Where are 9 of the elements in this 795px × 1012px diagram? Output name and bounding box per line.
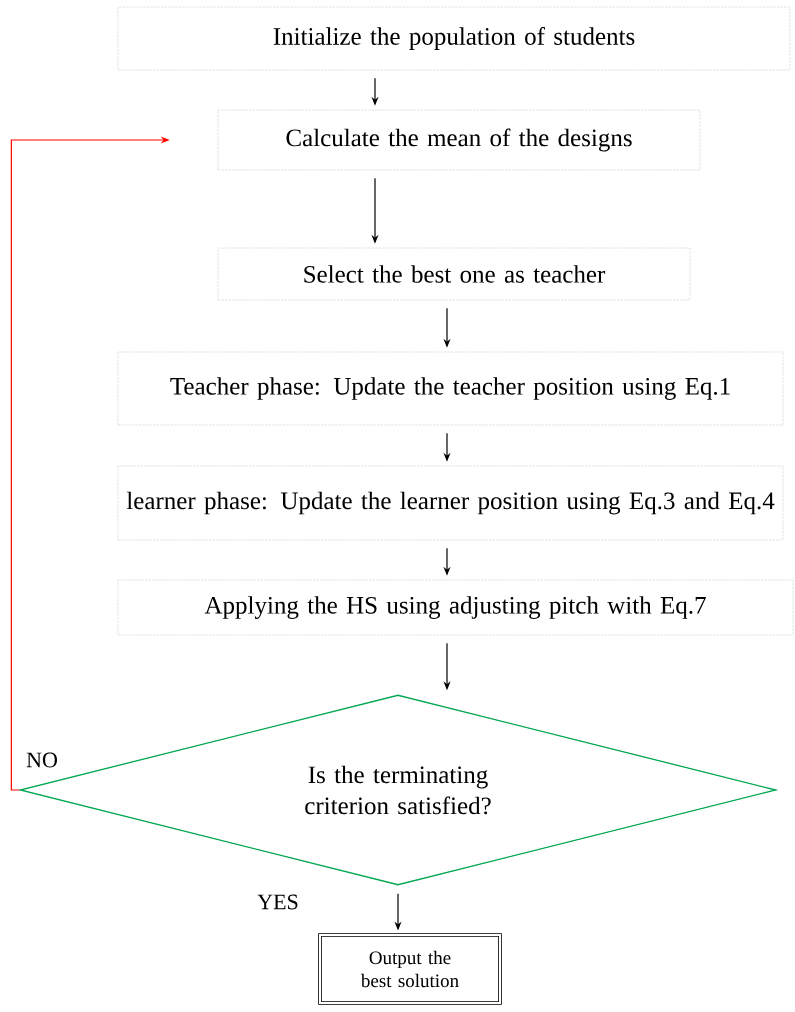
process-box: Select the best one as teacher [217, 247, 691, 301]
process-box: Calculate the mean of the designs [217, 109, 701, 171]
process-box: Initialize the population of students [117, 6, 791, 71]
output-box: Output the best solution [318, 933, 502, 1005]
edge-label: YES [256, 893, 300, 911]
process-box: Applying the HS using adjusting pitch with Eq.7 [117, 579, 794, 636]
edge-label: NO [25, 751, 59, 769]
process-box: Teacher phase: Update the teacher position using Eq.1 [117, 351, 784, 426]
process-box: learner phase: Update the learner position using Eq.3 and Eq.4 [117, 465, 784, 541]
